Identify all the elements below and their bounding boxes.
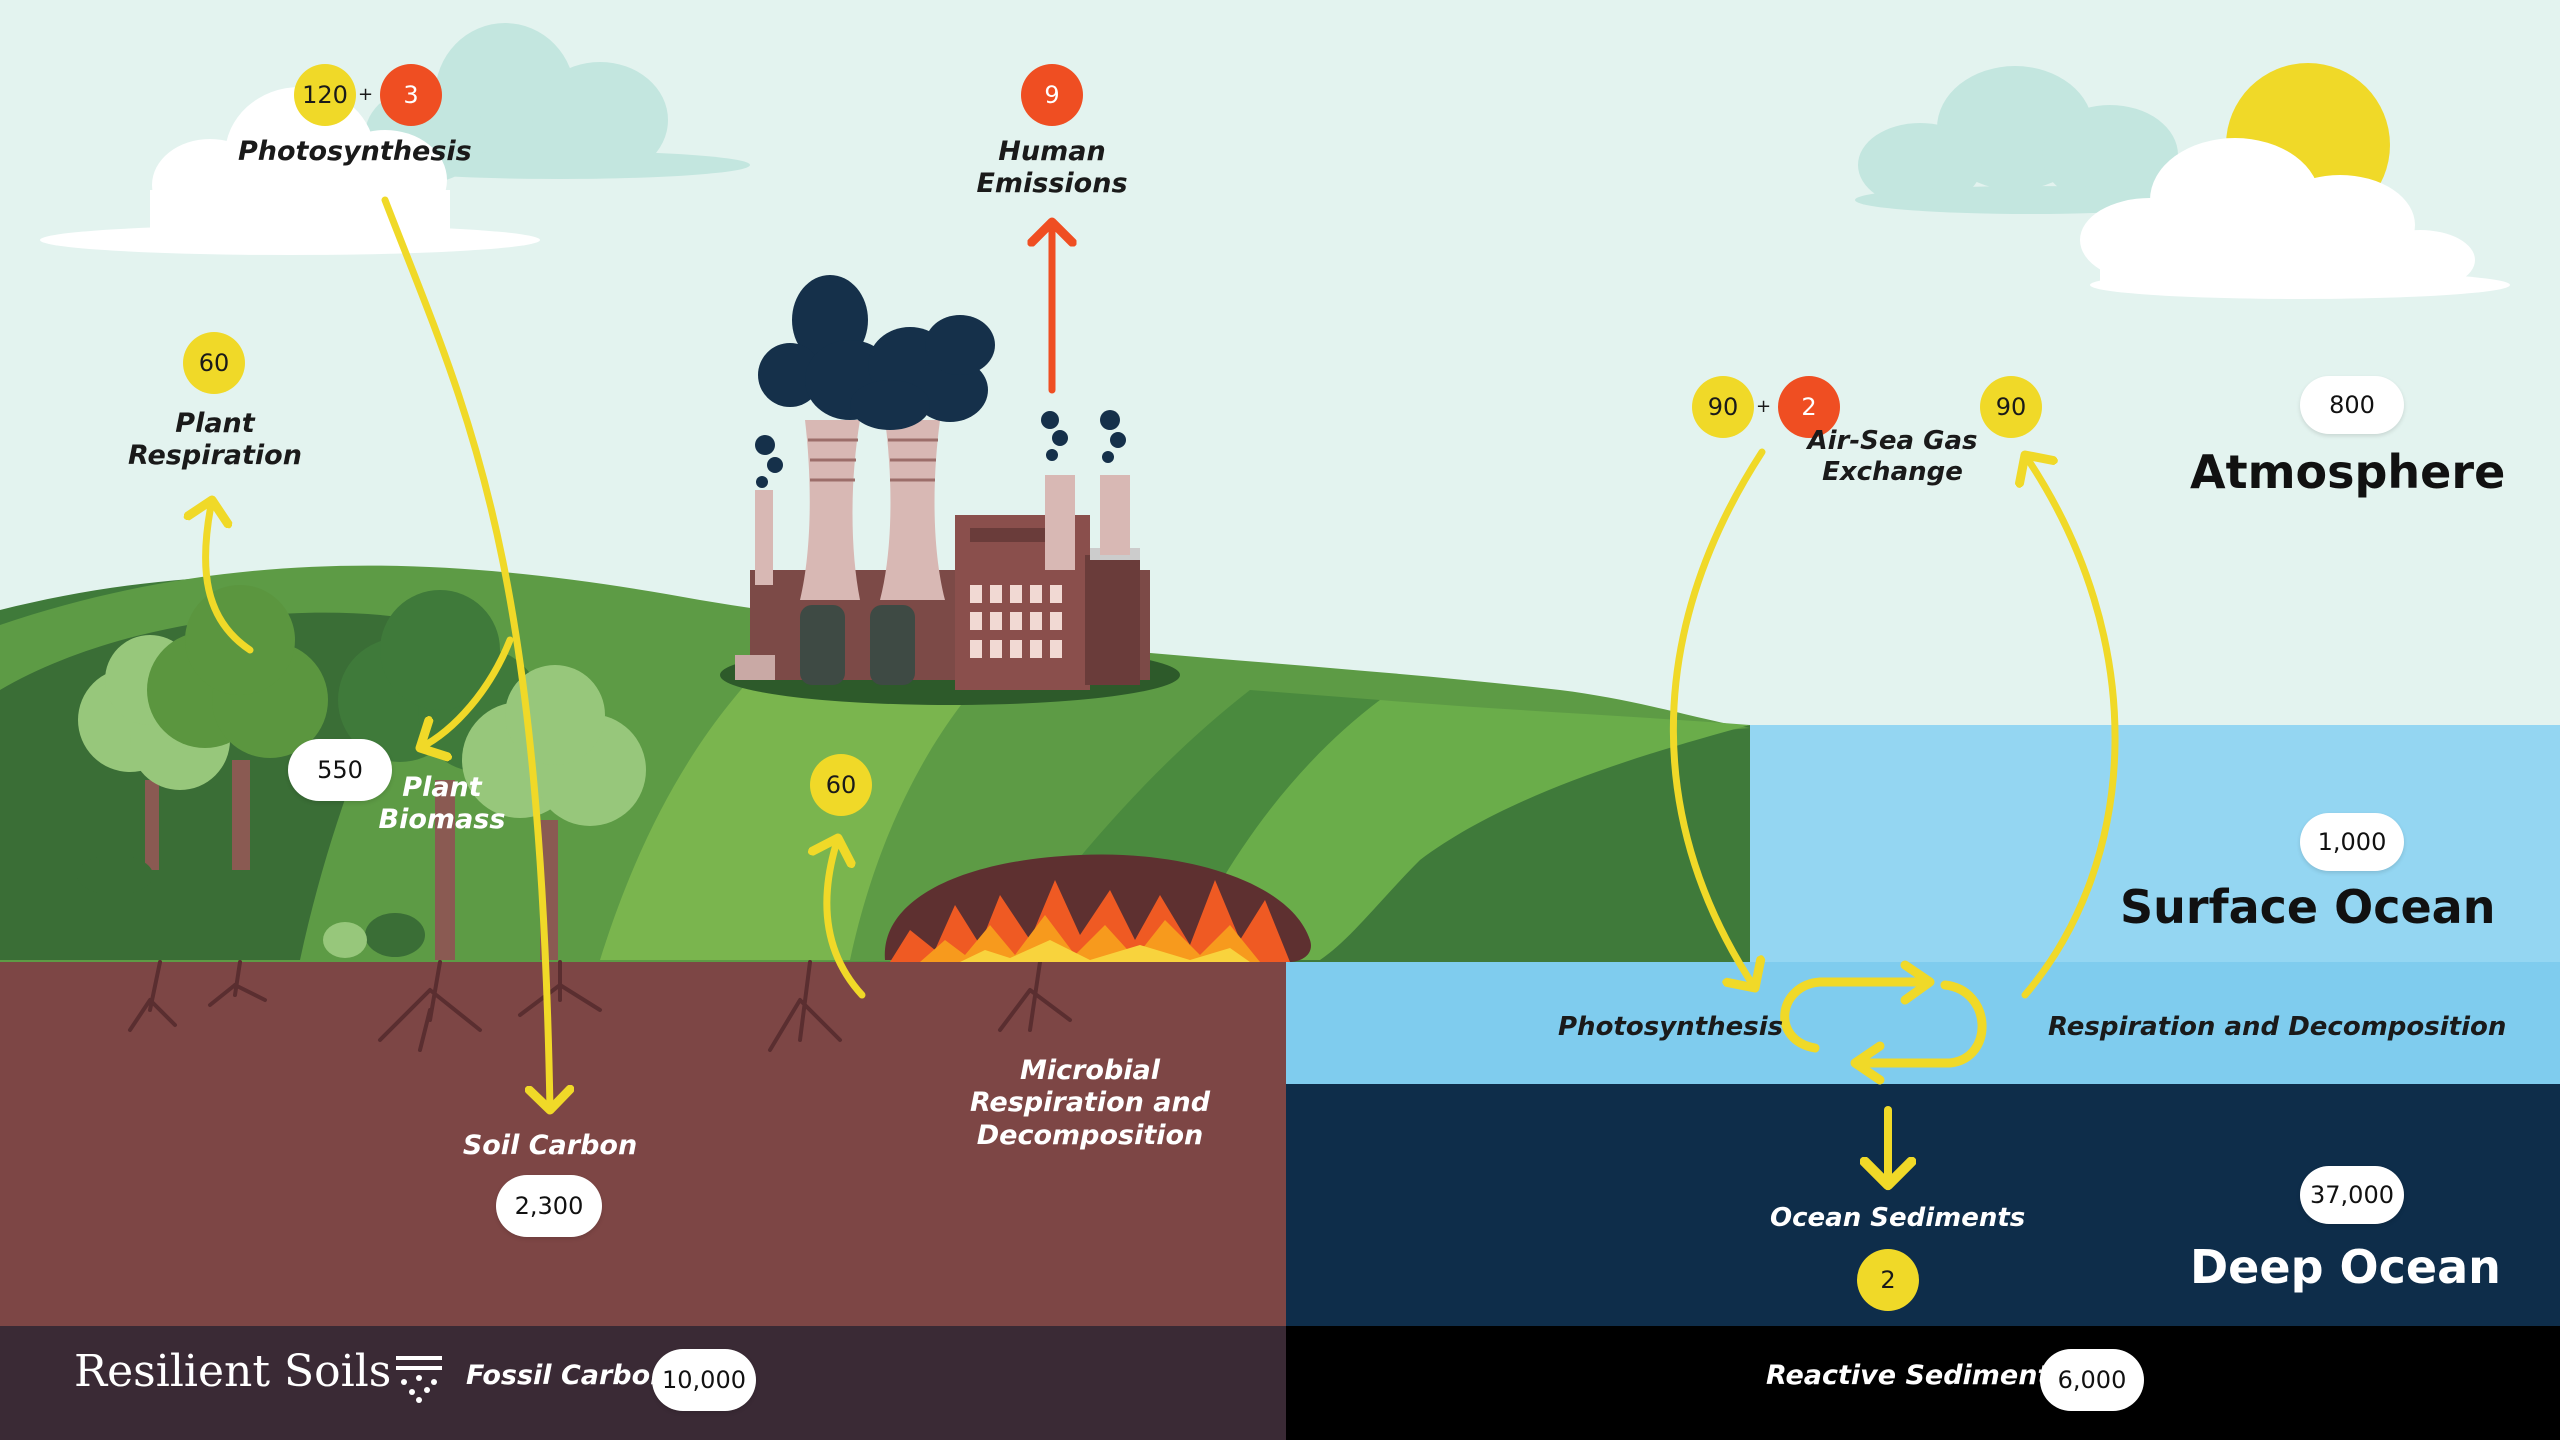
soil-dots-icon xyxy=(396,1356,442,1403)
fossil-carbon-label: Fossil Carbon xyxy=(466,1360,670,1391)
microbial-respiration-arrow-icon xyxy=(827,838,866,999)
plus-sign: + xyxy=(1756,396,1772,417)
fossil-carbon-value: 10,000 xyxy=(652,1349,756,1411)
surface-ocean-label: Surface Ocean xyxy=(2120,880,2496,934)
photosynthesis-natural-value: 120 xyxy=(294,64,356,126)
fire-icon xyxy=(884,854,1311,962)
smoke-icon xyxy=(755,275,1126,488)
cloud-icon xyxy=(40,87,540,255)
soil-area xyxy=(0,962,1286,1327)
atmosphere-value: 800 xyxy=(2300,376,2404,434)
footer-land xyxy=(0,1326,1286,1440)
photosynthesis-arrow-icon xyxy=(381,196,550,1110)
microbial-respiration-label: Microbial Respiration and Decomposition xyxy=(969,1055,1211,1151)
plant-biomass-label: Plant Biomass xyxy=(378,772,506,836)
ocean-respiration-label: Respiration and Decomposition xyxy=(2048,1012,2507,1042)
deep-ocean-value: 37,000 xyxy=(2300,1166,2404,1224)
deep-ocean-label: Deep Ocean xyxy=(2190,1240,2501,1294)
grass-icon xyxy=(77,855,425,958)
human-emissions-label: Human Emissions xyxy=(976,136,1128,200)
photosynthesis-label: Photosynthesis xyxy=(238,136,472,167)
plant-respiration-arrow-icon xyxy=(206,500,254,654)
air-sea-exchange-label: Air-Sea Gas Exchange xyxy=(1807,426,1978,488)
hill-stripe xyxy=(600,630,1000,960)
reactive-sediments-label: Reactive Sediments xyxy=(1766,1360,2067,1391)
photosynthesis-human-value: 3 xyxy=(380,64,442,126)
human-emissions-value: 9 xyxy=(1021,64,1083,126)
plant-respiration-value: 60 xyxy=(183,332,245,394)
ocean-uptake-arrow-icon xyxy=(1669,448,1766,988)
ocean-photosynthesis-label: Photosynthesis xyxy=(1558,1012,1784,1042)
root-icon xyxy=(128,960,1072,1052)
brand-title: Resilient Soils xyxy=(74,1346,392,1397)
ocean-uptake-value: 90 xyxy=(1692,376,1754,438)
cycle-arrows-icon xyxy=(1780,960,1987,1085)
plus-sign: + xyxy=(358,84,374,105)
tree-icon xyxy=(462,665,646,960)
biomass-arrow-icon xyxy=(420,636,514,748)
factory-icon xyxy=(720,420,1180,705)
soil-carbon-value: 2,300 xyxy=(496,1175,602,1237)
atmosphere-label: Atmosphere xyxy=(2190,445,2506,499)
plant-biomass-value: 550 xyxy=(288,739,392,801)
ocean-sediments-value: 2 xyxy=(1857,1249,1919,1311)
surface-ocean-value: 1,000 xyxy=(2300,813,2404,871)
hill-stripe xyxy=(1180,700,1750,960)
ocean-release-arrow-icon xyxy=(2025,455,2119,999)
footer-ocean xyxy=(1286,1326,2560,1440)
cloud-icon xyxy=(2080,138,2510,299)
plant-respiration-label: Plant Respiration xyxy=(128,408,302,472)
ocean-sediments-label: Ocean Sediments xyxy=(1770,1203,2026,1233)
microbial-respiration-value: 60 xyxy=(810,754,872,816)
ocean-uptake-human-value: 2 xyxy=(1778,376,1840,438)
reactive-sediments-value: 6,000 xyxy=(2040,1349,2144,1411)
cloud-icon xyxy=(1855,66,2205,214)
ocean-release-value: 90 xyxy=(1980,376,2042,438)
tree-icon xyxy=(147,585,328,870)
soil-carbon-label: Soil Carbon xyxy=(462,1130,638,1161)
